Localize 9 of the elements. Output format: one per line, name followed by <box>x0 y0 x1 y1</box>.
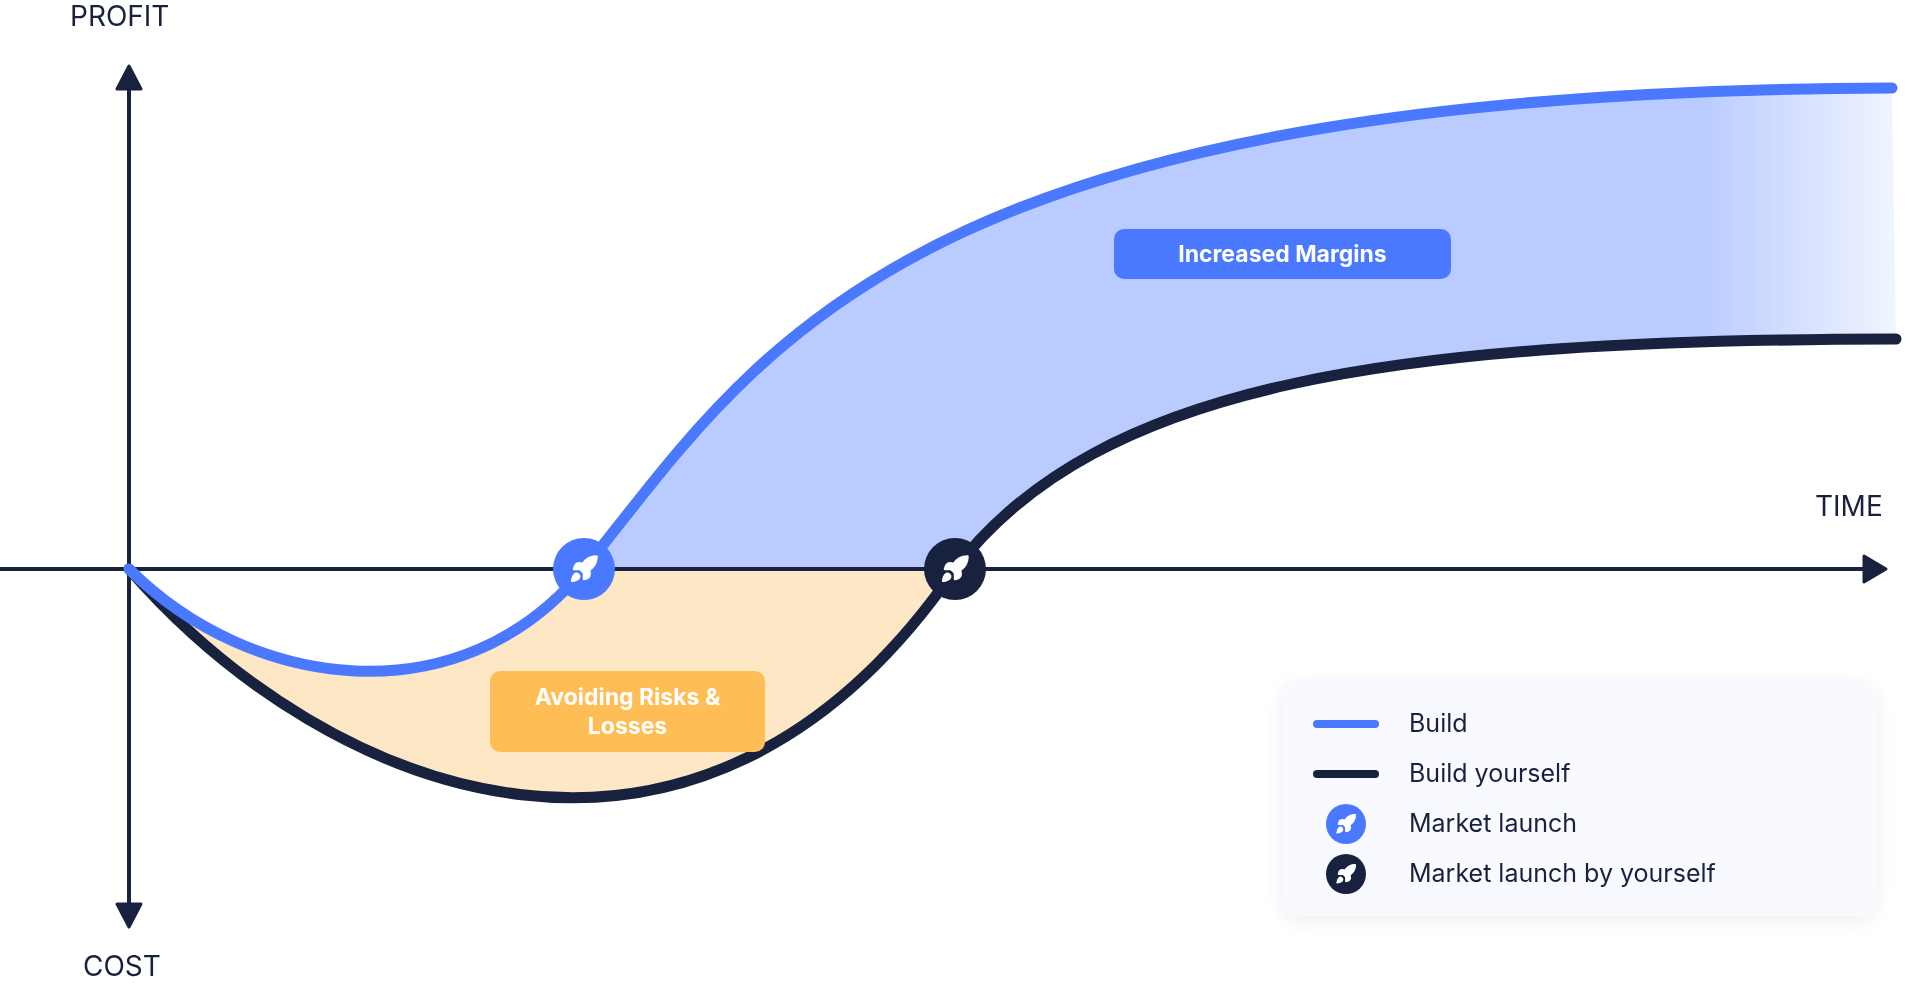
legend-text: Build <box>1409 707 1468 741</box>
legend-text: Market launch by yourself <box>1409 857 1716 891</box>
axis-label: TIME <box>1815 492 1883 520</box>
callout-badge: Avoiding Risks & Losses <box>490 671 765 752</box>
legend-text: Market launch <box>1409 807 1578 841</box>
axis-label: PROFIT <box>70 2 170 30</box>
legend-text: Build yourself <box>1409 757 1571 791</box>
axis-label: COST <box>83 952 161 980</box>
callout-badge: Increased Margins <box>1114 229 1451 279</box>
